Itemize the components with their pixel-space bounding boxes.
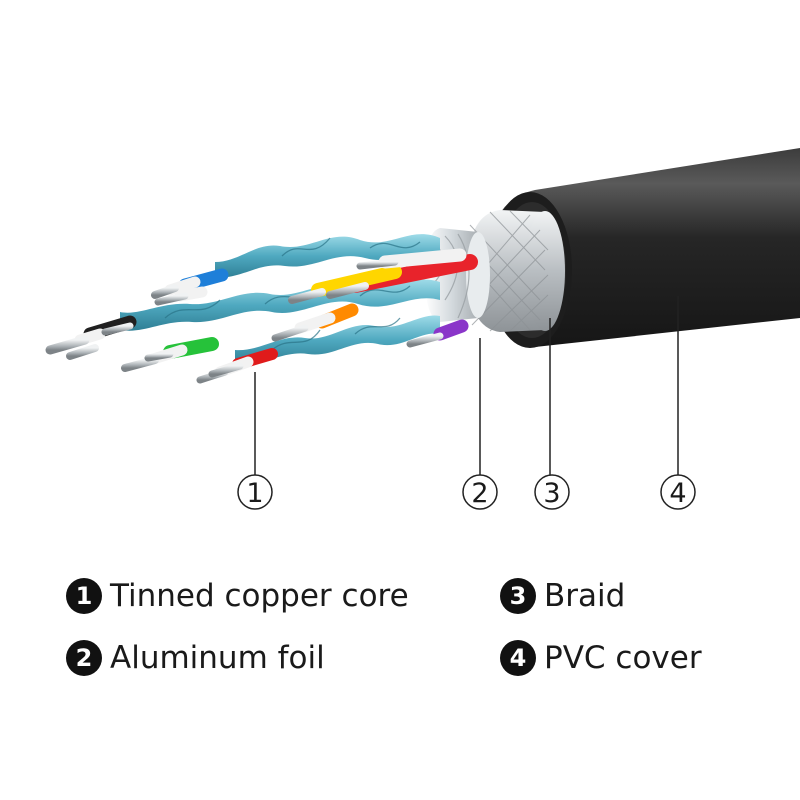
callout-3-number: 3 — [543, 478, 560, 509]
legend-item-tinned-copper-core: 1 Tinned copper core — [66, 578, 409, 614]
legend-badge-2: 2 — [66, 640, 102, 676]
callout-4-number: 4 — [669, 478, 686, 509]
legend-label-2: Aluminum foil — [110, 640, 325, 676]
legend-item-braid: 3 Braid — [500, 578, 625, 614]
callout-2-number: 2 — [471, 478, 488, 509]
callout-3: 3 — [534, 474, 570, 510]
legend-badge-3: 3 — [500, 578, 536, 614]
legend-label-3: Braid — [544, 578, 626, 614]
legend-badge-4: 4 — [500, 640, 536, 676]
legend-item-pvc-cover: 4 PVC cover — [500, 640, 702, 676]
callout-1: 1 — [237, 474, 273, 510]
legend-badge-1: 1 — [66, 578, 102, 614]
callout-4: 4 — [660, 474, 696, 510]
legend-label-4: PVC cover — [544, 640, 702, 676]
tinned-copper-tips — [45, 258, 444, 384]
legend-label-1: Tinned copper core — [110, 578, 409, 614]
legend-item-aluminum-foil: 2 Aluminum foil — [66, 640, 325, 676]
callout-1-number: 1 — [246, 478, 263, 509]
leader-lines — [254, 296, 679, 475]
callout-2: 2 — [462, 474, 498, 510]
legend: 1 Tinned copper core 2 Aluminum foil 3 B… — [66, 578, 746, 698]
